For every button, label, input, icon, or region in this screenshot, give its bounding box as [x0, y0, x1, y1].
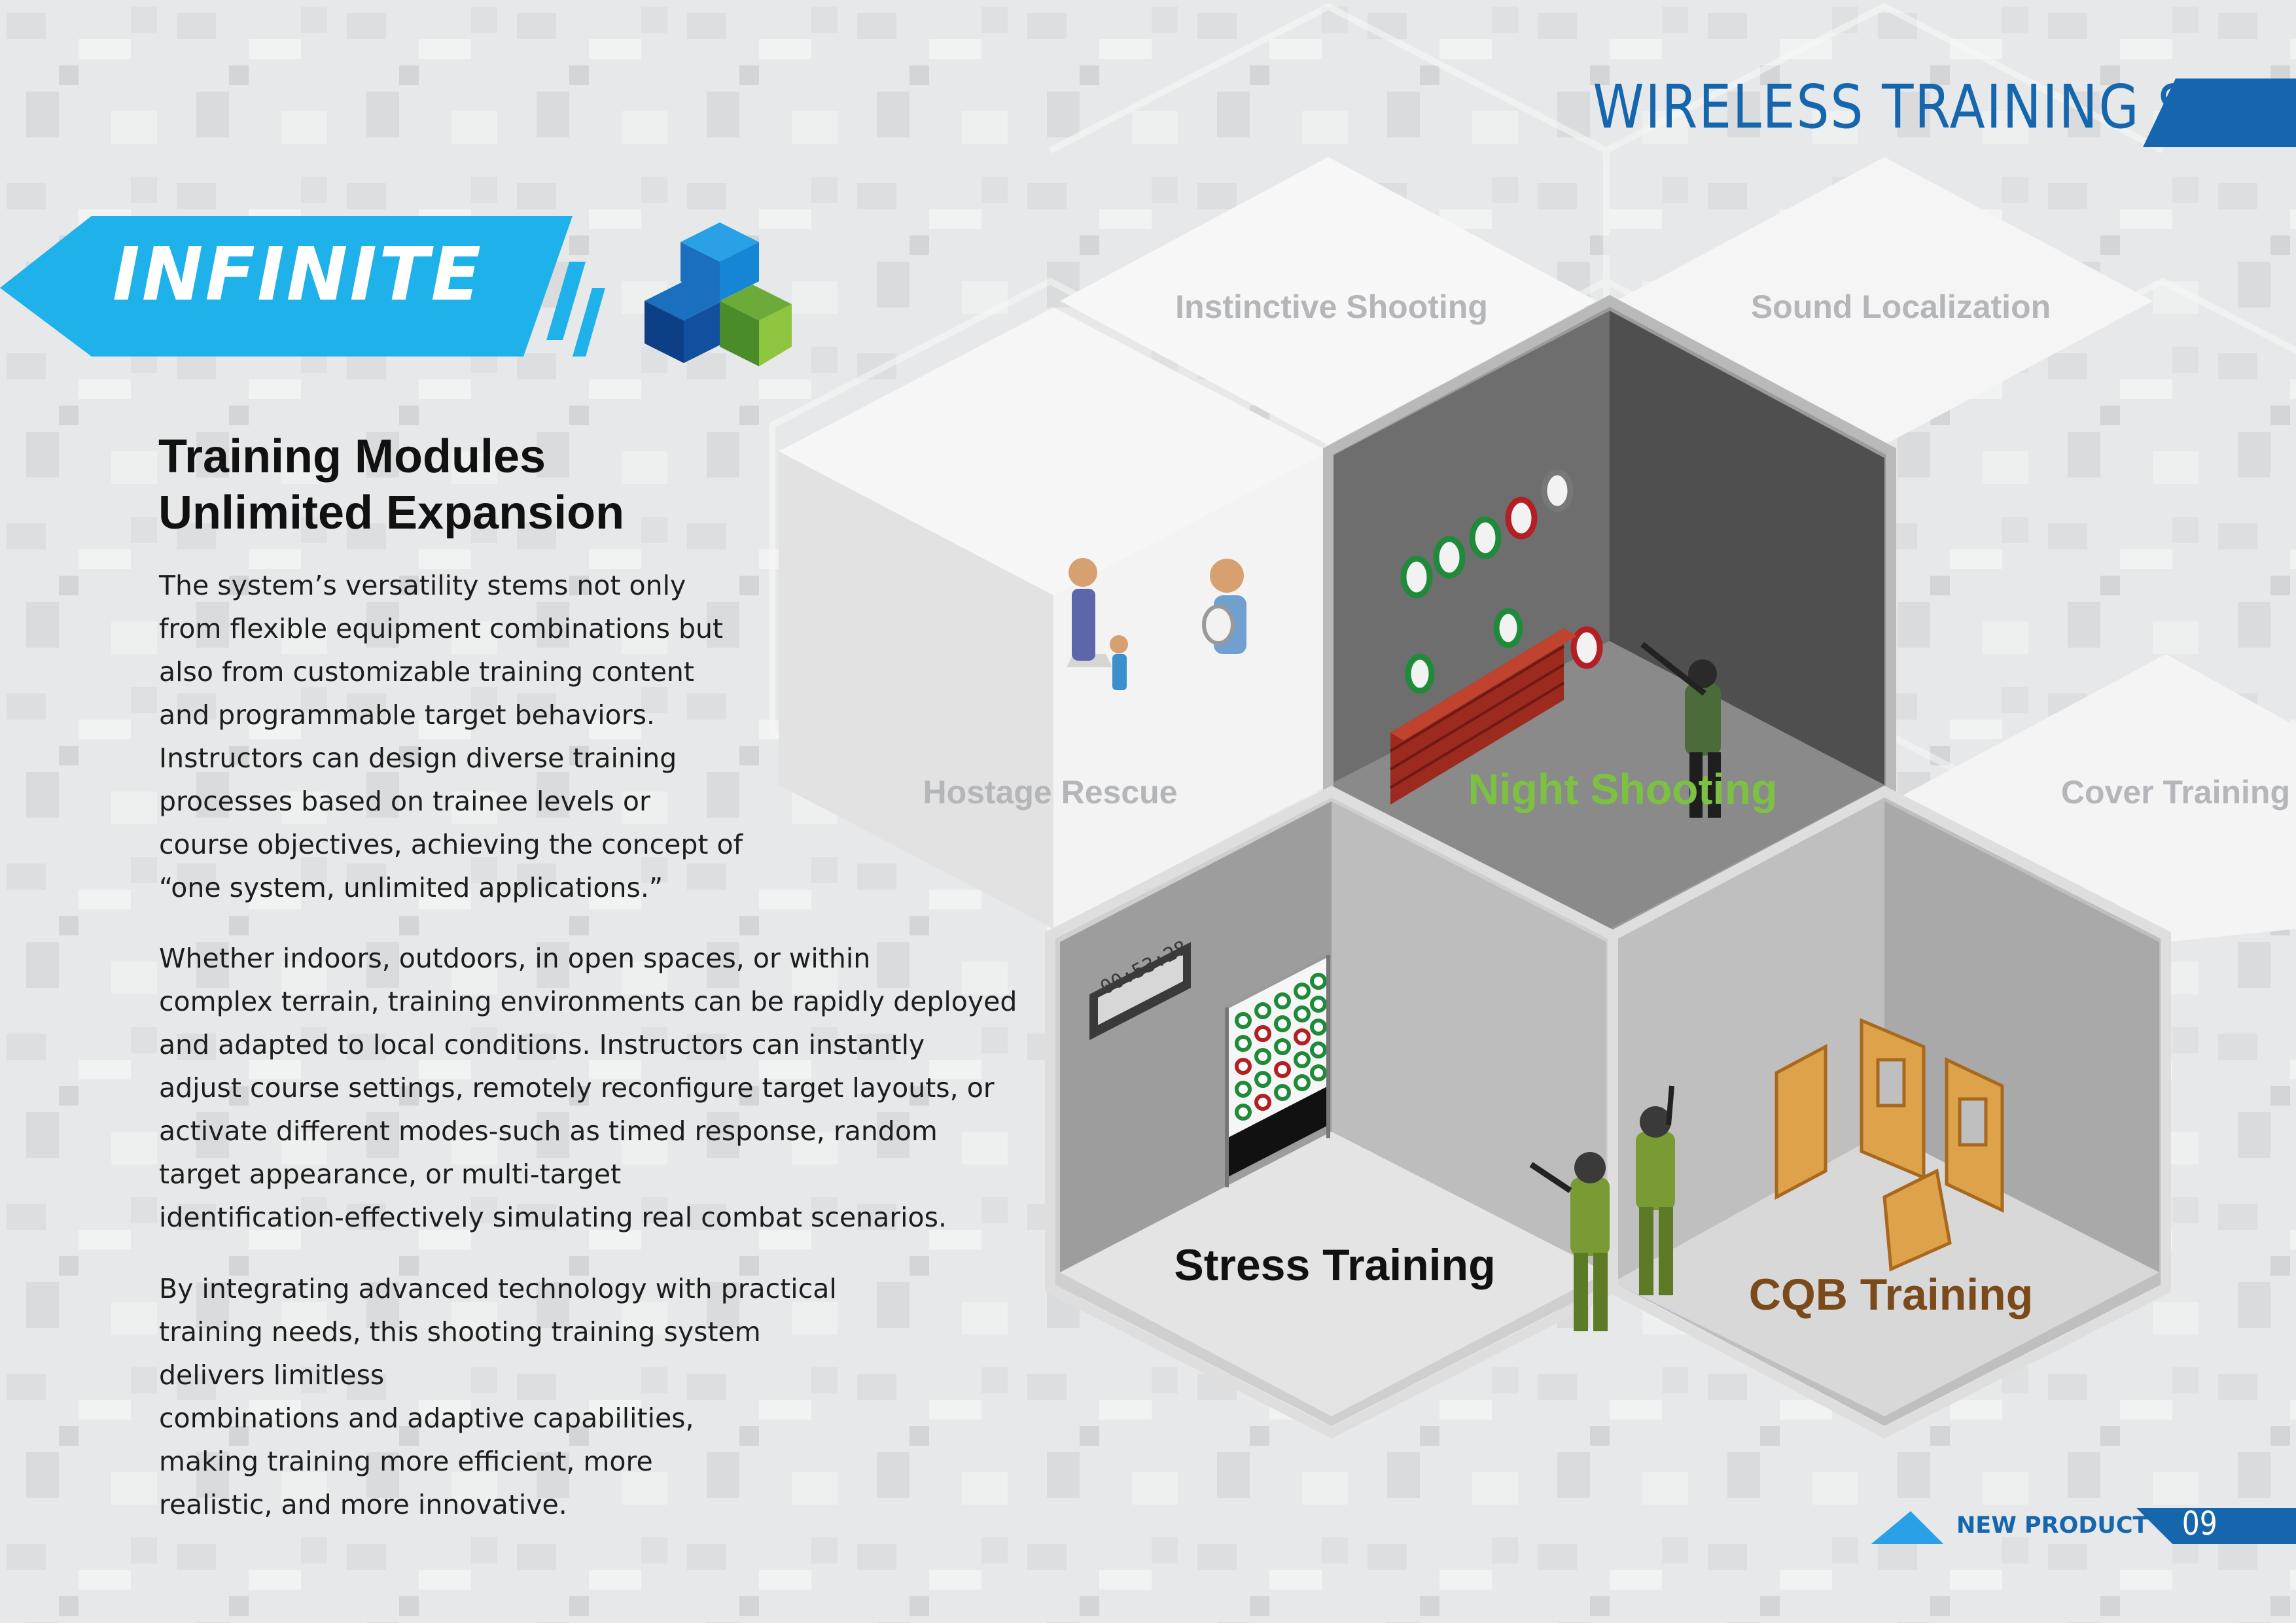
hex-cover-training: [1898, 654, 2296, 942]
header-title: WIRELESS TRAINING SYSTEM: [1593, 72, 2296, 142]
night-target: [1469, 516, 1502, 559]
room-night-shooting: [1323, 294, 1896, 949]
wooden-barrier: [1775, 1018, 2004, 1272]
heading-line-1: Training Modules: [158, 430, 546, 483]
page-number: 09: [2181, 1505, 2217, 1543]
room-hostage-rescue: [779, 307, 1328, 929]
label-sound-localization: Sound Localization: [1750, 288, 2051, 325]
label-cover-training: Cover Training: [2060, 774, 2290, 811]
target-board: [1225, 952, 1330, 1187]
label-night-shooting: Night Shooting: [1468, 765, 1778, 813]
soldiers: [1529, 1085, 1675, 1331]
paragraph-1: The system’s versatility stems not only …: [159, 570, 743, 903]
night-target: [1433, 536, 1466, 579]
night-shooter: [1640, 642, 1721, 818]
infinite-badge: [0, 216, 605, 357]
paragraph-3: By integrating advanced technology with …: [159, 1273, 837, 1520]
label-hostage-rescue: Hostage Rescue: [923, 774, 1178, 811]
heading-line-2: Unlimited Expansion: [158, 487, 625, 539]
paragraph-2: Whether indoors, outdoors, in open space…: [159, 943, 1017, 1233]
hostage-figures: [1067, 558, 1246, 690]
night-target: [1505, 497, 1538, 540]
night-target: [1405, 654, 1435, 694]
label-instinctive-shooting: Instinctive Shooting: [1175, 288, 1488, 325]
night-target: [1400, 555, 1433, 599]
label-cqb-training: CQB Training: [1748, 1270, 2034, 1319]
night-target: [1541, 469, 1574, 512]
hex-instinctive-shooting: [1060, 157, 1597, 445]
timer-panel: [1089, 942, 1191, 1040]
header-accent-shape: [2143, 79, 2296, 147]
brick-wall: [1389, 628, 1577, 805]
room-cqb-training: [1529, 785, 2171, 1439]
footer-triangle: [1871, 1511, 1943, 1544]
night-target: [1493, 608, 1523, 648]
footer-page-tab: [2136, 1508, 2296, 1544]
cube-logo-icon: [645, 222, 792, 366]
badge-label: INFINITE: [113, 232, 483, 317]
label-stress-training: Stress Training: [1174, 1240, 1496, 1290]
room-stress-training: [1045, 786, 1618, 1439]
page-heading: Training Modules Unlimited Expansion: [158, 428, 878, 541]
footer-label: NEW PRODUCT: [1956, 1512, 2149, 1539]
night-target: [1570, 626, 1603, 669]
